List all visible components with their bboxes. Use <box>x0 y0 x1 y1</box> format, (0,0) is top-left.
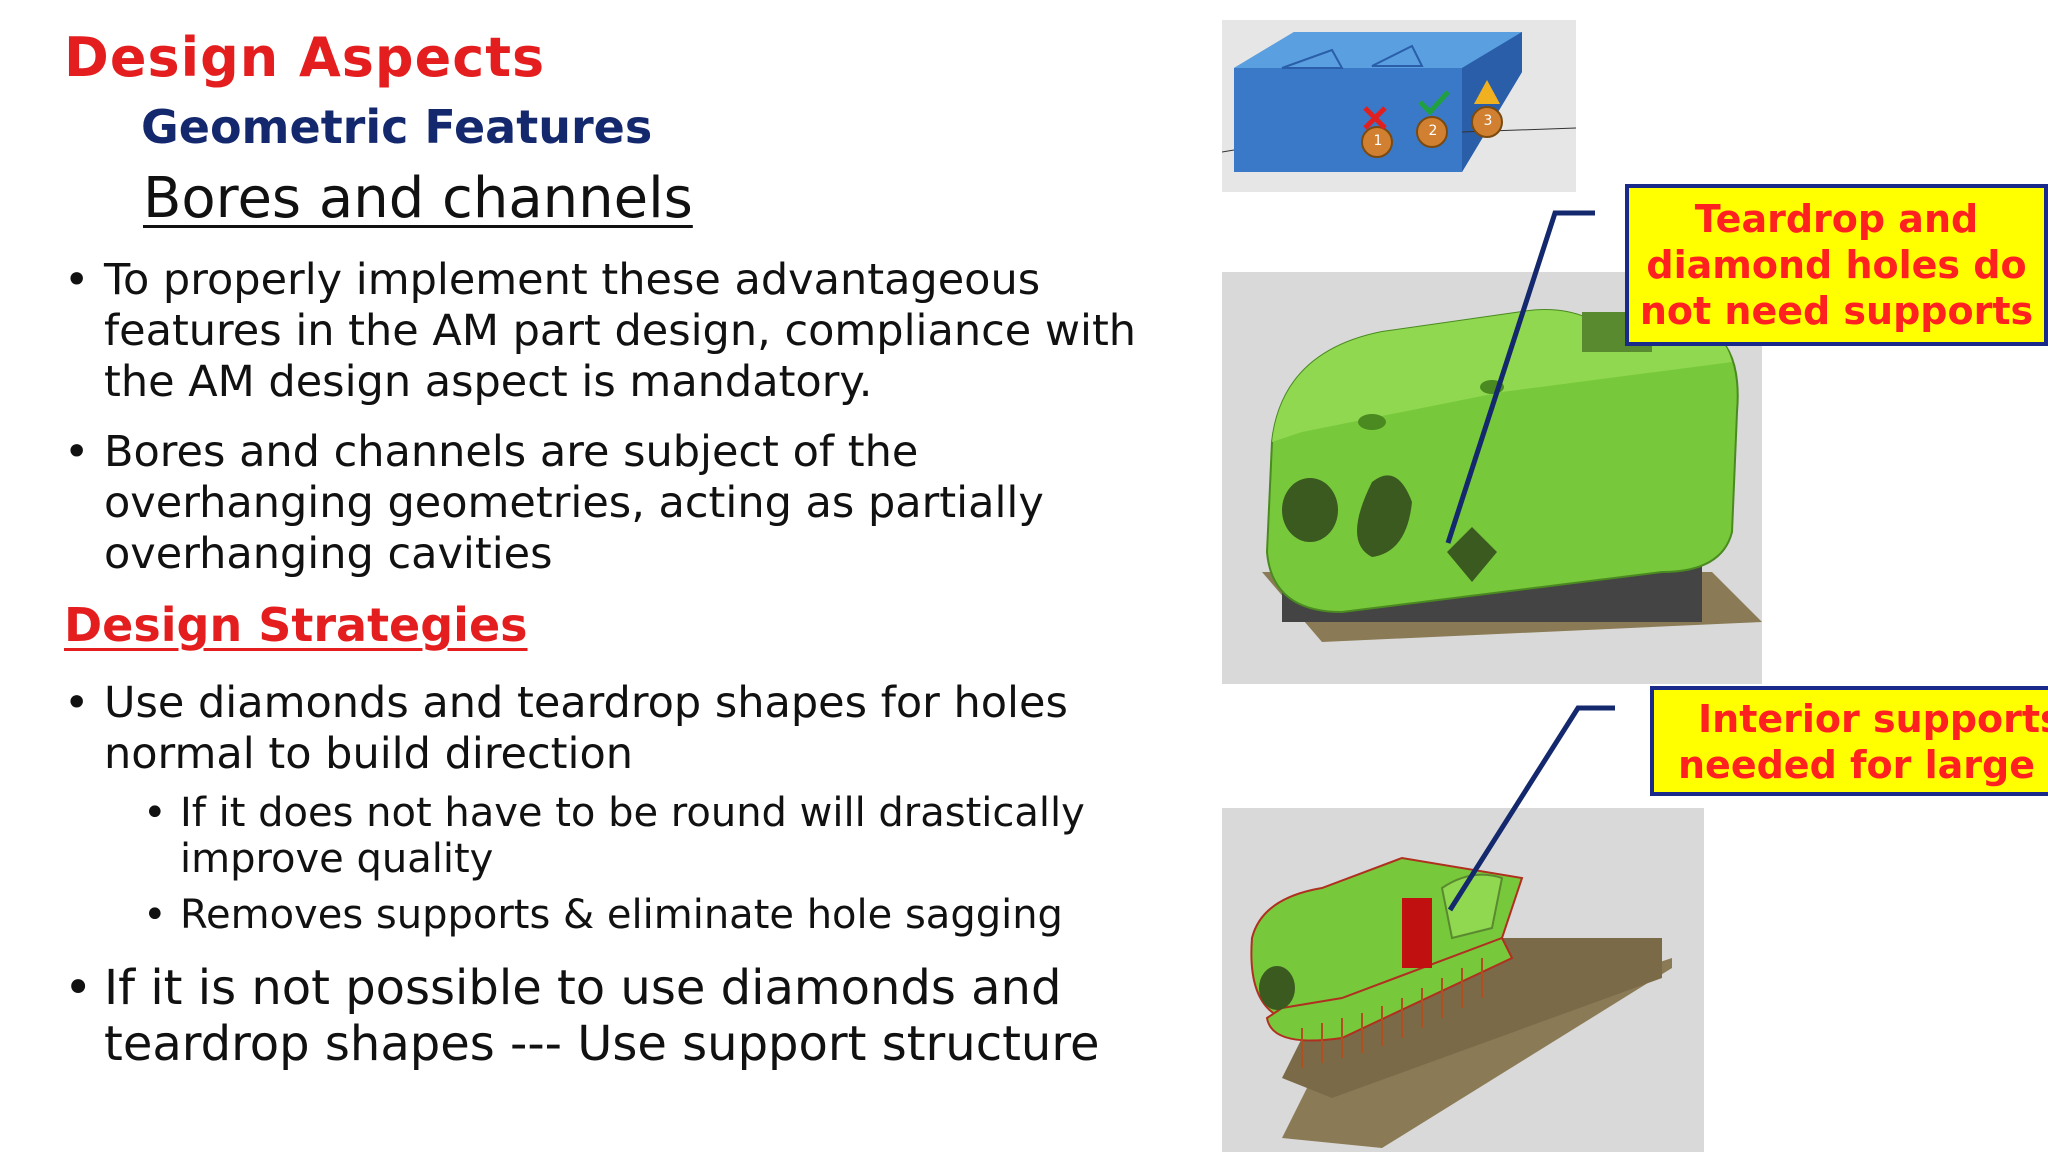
callout-line: Interior supports <box>1698 697 2048 741</box>
bullet-line: Bores and channels are subject of the <box>104 427 919 477</box>
bullet-dot: • <box>64 960 93 1016</box>
strategies-heading: Design Strategies <box>64 598 528 652</box>
hole-shapes-illustration <box>1221 32 1577 172</box>
callout-pointer-line <box>1445 210 1595 544</box>
slide-title: Design Aspects <box>64 26 546 89</box>
bullet-dot: • <box>143 892 167 938</box>
callout-line: not need supports <box>1639 289 2034 333</box>
slide-subtitle: Geometric Features <box>141 100 653 154</box>
bullet-line: overhanging geometries, acting as partia… <box>104 478 1044 528</box>
bullet-line: To properly implement these advantageous <box>104 255 1041 305</box>
bullet-line: normal to build direction <box>104 729 634 779</box>
bullet-line: Removes supports & eliminate hole saggin… <box>180 892 1063 938</box>
callout-line: needed for large ho <box>1678 743 2048 787</box>
bullet-dot: • <box>143 790 167 836</box>
callout-interior-supports: Interior supports needed for large ho <box>1650 686 2048 796</box>
marker-label: 3 <box>1483 113 1493 129</box>
bullet-line: If it does not have to be round will dra… <box>180 790 1085 836</box>
bullet-line: teardrop shapes --- Use support structur… <box>104 1016 1100 1072</box>
bullet-line: features in the AM part design, complian… <box>104 306 1137 356</box>
supports-cutaway-figure <box>1222 808 1704 1152</box>
callout-pointer-line <box>1447 705 1615 912</box>
callout-line: Teardrop and <box>1694 197 1979 241</box>
topic-heading: Bores and channels <box>143 166 693 231</box>
bullet-line: If it is not possible to use diamonds an… <box>104 960 1062 1016</box>
bullet-line: improve quality <box>180 836 494 882</box>
supports-cutaway-illustration <box>1250 856 1672 1148</box>
bullet-line: the AM design aspect is mandatory. <box>104 357 873 407</box>
callout-line: diamond holes do <box>1646 243 2027 287</box>
bullet-dot: • <box>64 678 90 728</box>
marker-label: 1 <box>1373 133 1383 149</box>
green-part-illustration <box>1262 309 1762 642</box>
hole-shapes-figure: 1 2 3 <box>1221 20 1577 192</box>
bullet-line: overhanging cavities <box>104 529 553 579</box>
marker-label: 2 <box>1428 123 1438 139</box>
callout-no-supports: Teardrop and diamond holes do not need s… <box>1625 184 2048 346</box>
bullet-dot: • <box>64 255 90 305</box>
bullet-line: Use diamonds and teardrop shapes for hol… <box>104 678 1068 728</box>
bullet-dot: • <box>64 427 90 477</box>
